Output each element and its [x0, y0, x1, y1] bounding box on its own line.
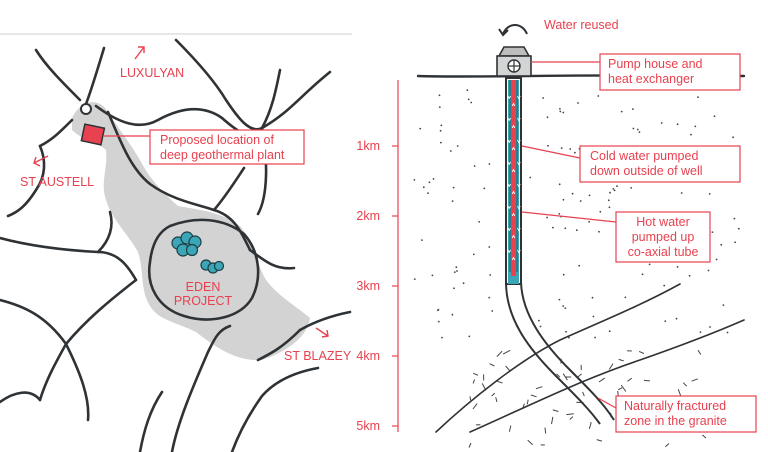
- callout-box: [615, 211, 711, 263]
- callout-text-line1: Proposed location of: [160, 133, 274, 147]
- map-road: [298, 310, 352, 332]
- depth-label-3km: 3km: [356, 279, 380, 293]
- callout-fracture-line1: Naturally fractured: [624, 399, 726, 413]
- borehole-wall: [505, 281, 601, 425]
- eden-loop-road: [147, 218, 260, 321]
- borehole-wall: [520, 281, 615, 421]
- map-road: [138, 390, 164, 452]
- map-road: [34, 48, 82, 102]
- hot-water-tube: [511, 80, 516, 276]
- callout-leader: [597, 397, 617, 409]
- project-area-shading: [72, 102, 310, 361]
- callout-cold-line1: Cold water pumped: [590, 149, 698, 163]
- recycle-arrow-icon: [498, 24, 528, 37]
- map-road: [170, 324, 232, 452]
- map-road: [230, 366, 320, 452]
- place-luxulyan: LUXULYAN: [120, 66, 184, 80]
- plant-location-marker: [80, 123, 106, 146]
- map-road: [0, 236, 138, 282]
- flow-arrows: [507, 95, 521, 261]
- location-map: Proposed location of deep geothermal pla…: [0, 38, 352, 452]
- map-road: [38, 118, 74, 148]
- depth-label-2km: 2km: [356, 209, 380, 223]
- depth-label-1km: 1km: [356, 139, 380, 153]
- depth-label-4km: 4km: [356, 349, 380, 363]
- junction-marker: [80, 103, 92, 115]
- arrow-to-luxulyan-icon: [134, 46, 145, 60]
- arrow-to-st-blazey-icon: [315, 327, 329, 338]
- map-road: [106, 110, 252, 252]
- callout-cold-line2: down outside of well: [590, 164, 703, 178]
- fault-line: [469, 319, 745, 433]
- depth-label-5km: 5km: [356, 419, 380, 433]
- callout-fracture-line2: zone in the granite: [624, 414, 727, 428]
- callout-leader: [521, 211, 617, 223]
- callout-box: [149, 129, 305, 165]
- place-eden-line2: PROJECT: [174, 294, 233, 308]
- pump-house-icon: [496, 46, 532, 77]
- place-st-austell: ST AUSTELL: [20, 175, 94, 189]
- callout-pump-line2: heat exchanger: [608, 72, 694, 86]
- water-reused-label: Water reused: [544, 18, 619, 32]
- map-road: [38, 278, 138, 402]
- callout-leader: [521, 145, 581, 159]
- map-road: [260, 68, 282, 130]
- callout-hot-line2: pumped up: [632, 230, 695, 244]
- eden-biomes-icon: [171, 231, 225, 274]
- callout-pump-line1: Pump house and: [608, 57, 703, 71]
- rock-texture: [413, 89, 740, 339]
- callout-box: [599, 53, 741, 91]
- map-road: [0, 298, 68, 346]
- place-st-blazey: ST BLAZEY: [284, 349, 352, 363]
- fault-line: [435, 283, 681, 433]
- place-eden-line1: EDEN: [186, 280, 221, 294]
- map-road: [212, 166, 246, 212]
- map-road: [96, 210, 113, 254]
- callout-text-line2: deep geothermal plant: [160, 148, 285, 162]
- callout-box: [579, 145, 741, 183]
- arrow-to-st-austell-icon: [33, 155, 49, 167]
- callout-hot-line1: Hot water: [636, 215, 690, 229]
- map-road: [174, 38, 332, 131]
- well-cross-section: 1km 2km 3km 4km 5km: [356, 18, 757, 448]
- map-road: [64, 342, 90, 422]
- map-road: [0, 391, 42, 404]
- map-road: [84, 46, 106, 106]
- callout-box: [615, 395, 757, 433]
- map-road: [256, 328, 302, 362]
- callout-hot-line3: co-axial tube: [628, 245, 699, 259]
